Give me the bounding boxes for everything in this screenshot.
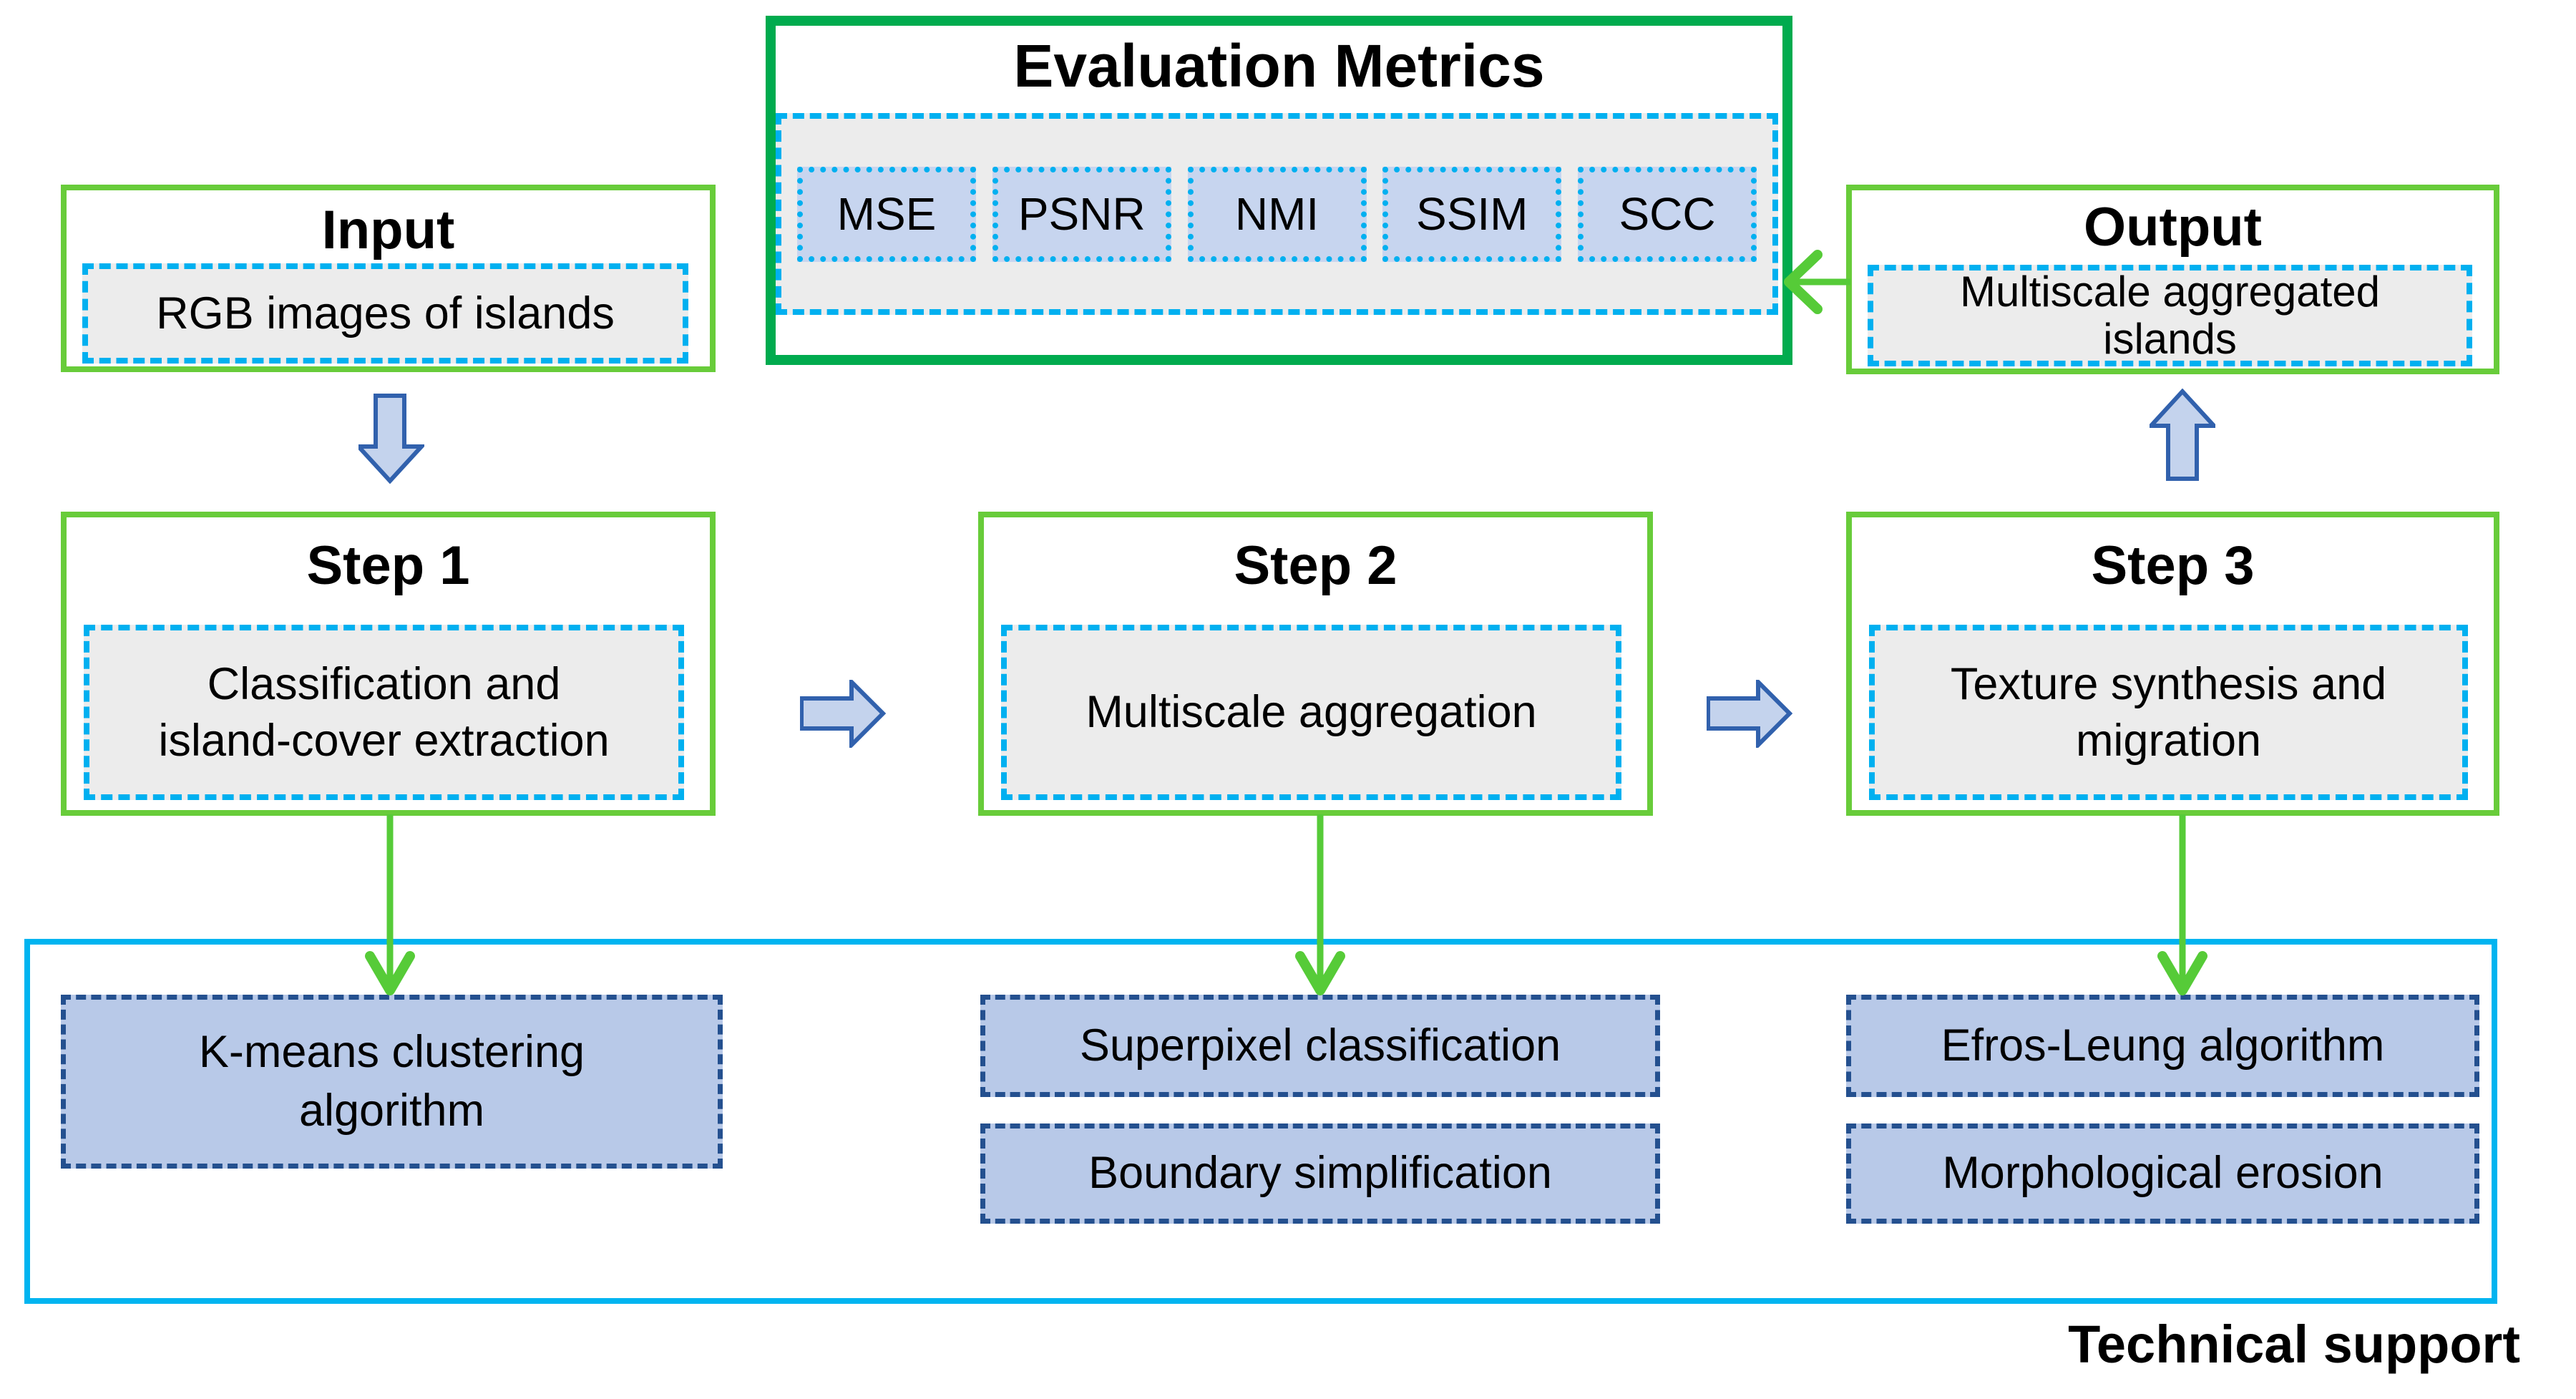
metric-chip-nmi: NMI (1187, 166, 1367, 262)
step3-item: Texture synthesis and migration (1869, 625, 2468, 800)
step3-to-output-arrow (2150, 389, 2215, 481)
step2-to-superpixel-arrow (1295, 814, 1345, 995)
step2-to-step3-arrow (1707, 680, 1792, 748)
step3-box: Step 3 Texture synthesis and migration (1846, 512, 2499, 816)
morphological-erosion-box: Morphological erosion (1846, 1123, 2479, 1224)
output-box: Output Multiscale aggregated islands (1846, 185, 2499, 374)
output-title: Output (2083, 197, 2262, 258)
output-item: Multiscale aggregated islands (1868, 265, 2472, 366)
down-block-arrow-icon (358, 394, 424, 484)
evaluation-metrics-box: Evaluation Metrics MSE PSNR NMI SSIM SCC (766, 16, 1792, 365)
evaluation-metrics-panel: MSE PSNR NMI SSIM SCC (776, 113, 1778, 315)
step1-box: Step 1 Classification and island-cover e… (61, 512, 716, 816)
step1-to-kmeans-arrow (365, 814, 415, 995)
arrowhead-left-icon (1784, 250, 1823, 314)
step1-item: Classification and island-cover extracti… (84, 625, 684, 800)
step1-title: Step 1 (306, 535, 470, 596)
step2-box: Step 2 Multiscale aggregation (978, 512, 1653, 816)
input-item: RGB images of islands (82, 263, 688, 364)
input-to-step1-arrow (358, 394, 424, 484)
kmeans-clustering-box: K-means clustering algorithm (61, 995, 723, 1169)
step2-title: Step 2 (1234, 535, 1397, 596)
step3-to-efros-arrow (2157, 814, 2207, 995)
technical-support-label: Technical support (2068, 1315, 2520, 1374)
metric-chip-psnr: PSNR (992, 166, 1171, 262)
arrowhead-down-icon (2157, 951, 2207, 995)
metric-chip-mse: MSE (797, 166, 976, 262)
input-title: Input (321, 200, 455, 260)
step3-title: Step 3 (2091, 535, 2255, 596)
superpixel-classification-box: Superpixel classification (980, 995, 1660, 1097)
efros-leung-algorithm-box: Efros-Leung algorithm (1846, 995, 2479, 1097)
step1-to-step2-arrow (800, 680, 886, 748)
arrowhead-down-icon (1295, 951, 1345, 995)
input-box: Input RGB images of islands (61, 185, 716, 372)
right-block-arrow-icon (800, 680, 886, 748)
output-to-evaluation-arrow (1784, 250, 1850, 314)
arrowhead-down-icon (365, 951, 415, 995)
right-block-arrow-icon (1707, 680, 1792, 748)
evaluation-metrics-title: Evaluation Metrics (1013, 32, 1545, 99)
boundary-simplification-box: Boundary simplification (980, 1123, 1660, 1224)
up-block-arrow-icon (2150, 389, 2215, 481)
step2-item: Multiscale aggregation (1001, 625, 1621, 800)
metric-chip-ssim: SSIM (1382, 166, 1562, 262)
metric-chip-scc: SCC (1578, 166, 1757, 262)
